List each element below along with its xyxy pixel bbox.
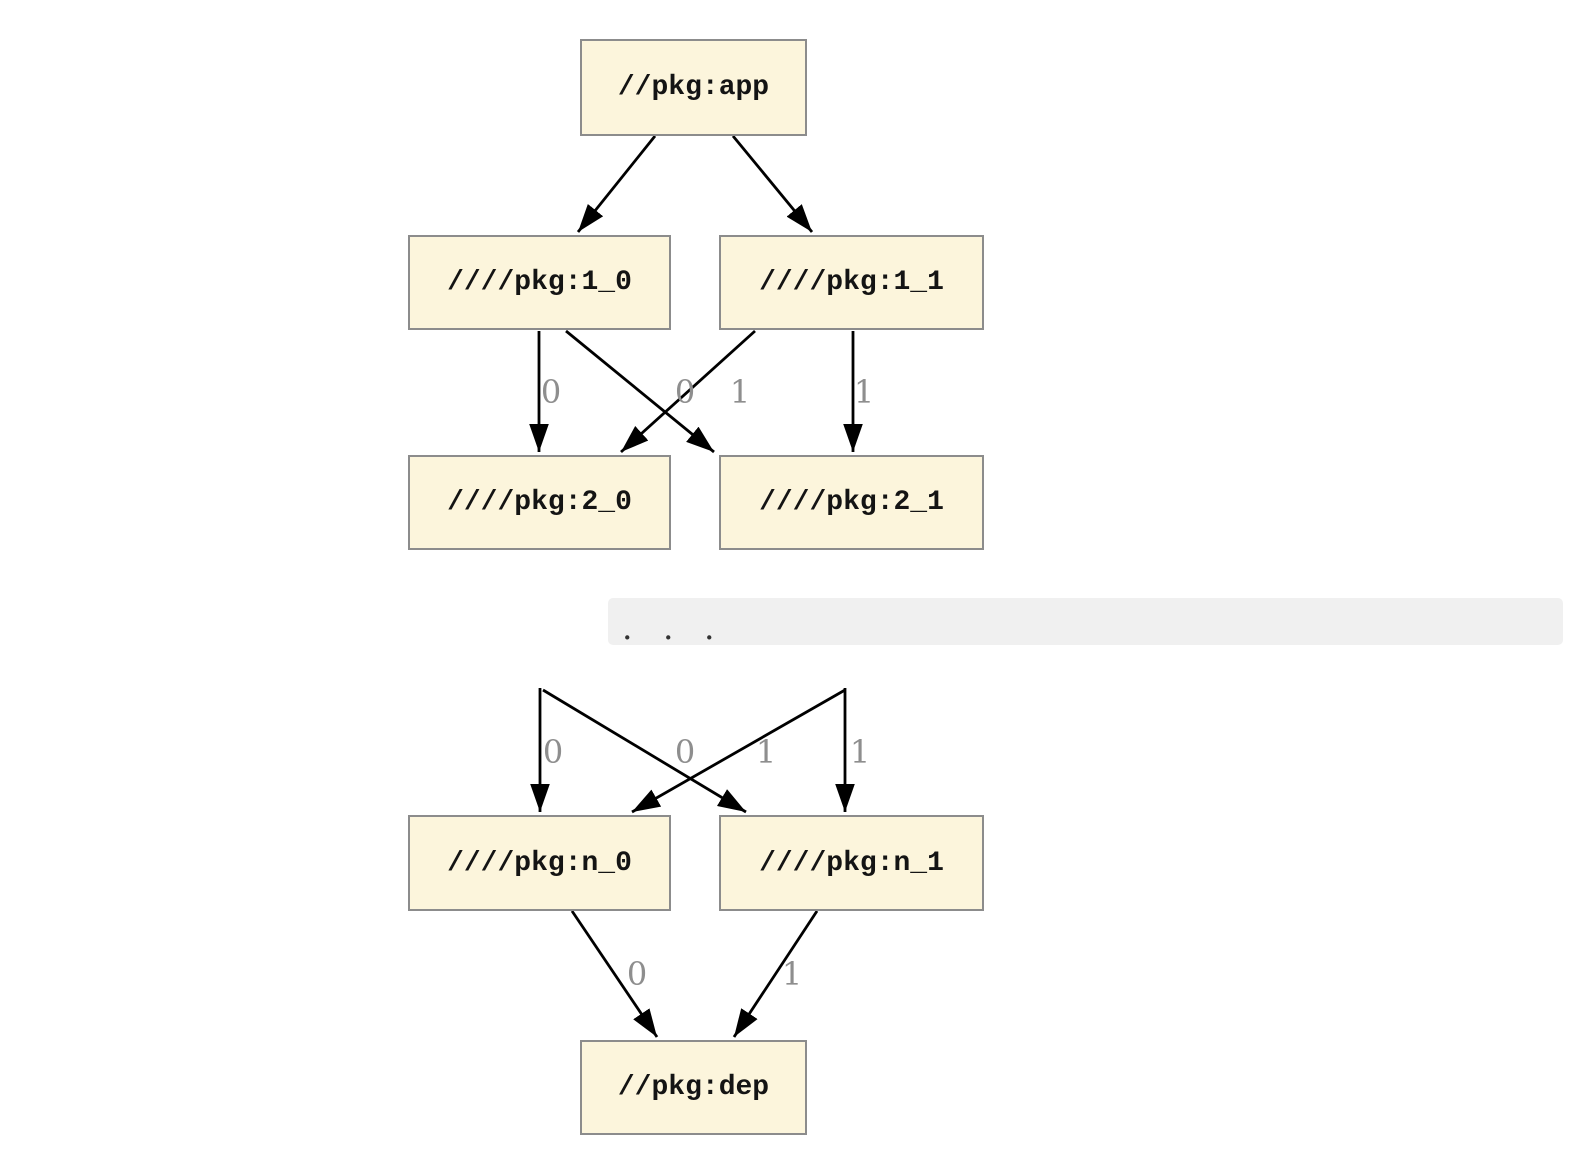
ellipsis-text: . . . xyxy=(622,608,725,647)
node-label: //pkg:app xyxy=(617,72,770,103)
edge-label-elided-n_0-a: 0 xyxy=(542,733,564,771)
node-pkg-dep: //pkg:dep xyxy=(580,1040,807,1135)
edge-n_1-to-dep xyxy=(732,910,819,1038)
edge-app-to-1_0 xyxy=(576,135,657,233)
node-label: ////pkg:2_1 xyxy=(759,487,944,518)
edge-label-n_0-dep: 0 xyxy=(626,955,648,993)
edge-label-1_1-2_0: 0 xyxy=(674,373,696,411)
edge-elided-to-n_0-diagonal xyxy=(631,688,846,814)
edge-label-1_0-2_1: 1 xyxy=(729,373,751,411)
node-pkg-n_0: ////pkg:n_0 xyxy=(408,815,671,911)
edge-elided-to-n_1-diagonal xyxy=(542,688,747,814)
edge-n_0-to-dep xyxy=(570,910,659,1038)
node-label: //pkg:dep xyxy=(617,1072,770,1103)
node-pkg-2_0: ////pkg:2_0 xyxy=(408,455,671,550)
edge-app-to-1_1 xyxy=(731,135,814,233)
edge-label-elided-n_0-b: 0 xyxy=(674,733,696,771)
edge-label-1_0-2_0: 0 xyxy=(540,373,562,411)
node-pkg-1_0: ////pkg:1_0 xyxy=(408,235,671,330)
edge-1_0-to-2_1 xyxy=(565,329,715,454)
edge-label-elided-n_1-a: 1 xyxy=(755,733,777,771)
edge-label-elided-n_1-b: 1 xyxy=(849,733,871,771)
node-pkg-n_1: ////pkg:n_1 xyxy=(719,815,984,911)
node-pkg-2_1: ////pkg:2_1 xyxy=(719,455,984,550)
node-label: ////pkg:n_1 xyxy=(759,847,944,879)
node-label: ////pkg:1_1 xyxy=(759,267,944,298)
node-label: ////pkg:1_0 xyxy=(447,267,632,298)
edge-label-n_1-dep: 1 xyxy=(781,955,803,993)
edge-1_1-to-2_0 xyxy=(620,329,756,454)
edge-label-1_1-2_1: 1 xyxy=(853,373,875,411)
node-pkg-1_1: ////pkg:1_1 xyxy=(719,235,984,330)
node-pkg-app: //pkg:app xyxy=(580,39,807,136)
node-label: ////pkg:n_0 xyxy=(447,847,632,879)
node-label: ////pkg:2_0 xyxy=(447,487,632,518)
ellipsis-band: . . . xyxy=(608,598,1563,645)
